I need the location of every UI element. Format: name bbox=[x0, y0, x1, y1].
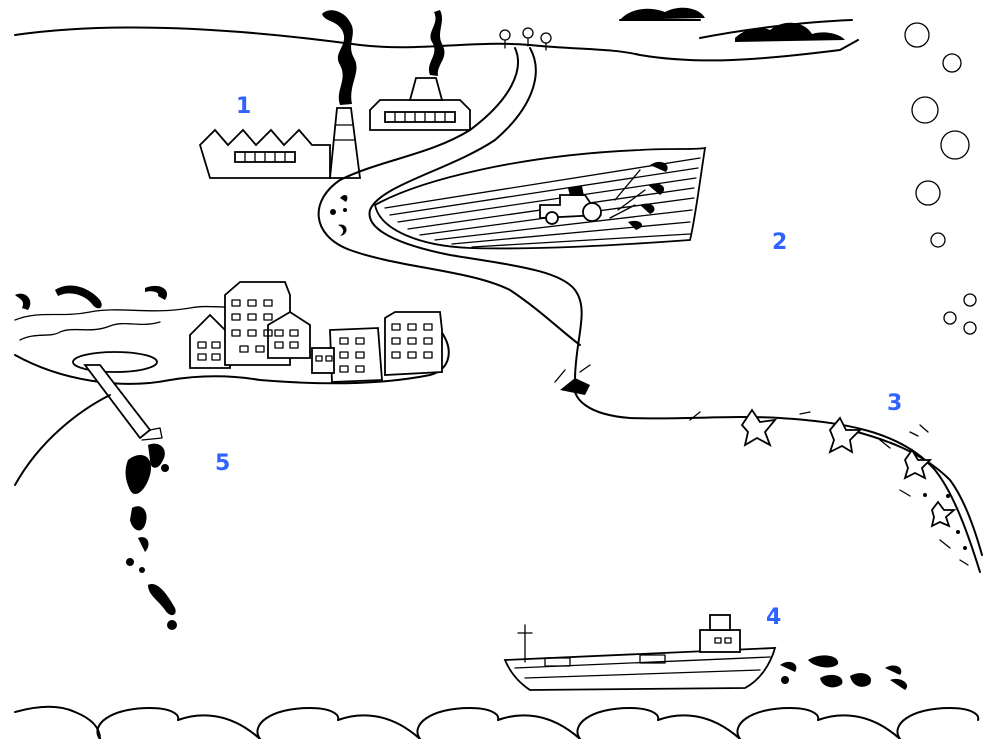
horizon-hill-right bbox=[699, 19, 853, 39]
ship-icon bbox=[503, 614, 777, 691]
factory-icon bbox=[198, 10, 362, 179]
label-sewage: 5 bbox=[215, 451, 230, 476]
river-left-bank bbox=[317, 47, 581, 346]
tree-icon bbox=[499, 27, 552, 51]
label-coast: 3 bbox=[887, 391, 902, 416]
oil-spill bbox=[780, 655, 908, 690]
town-icon bbox=[14, 281, 450, 441]
label-farm: 2 bbox=[772, 230, 787, 255]
waves-icon bbox=[14, 705, 980, 739]
bubbles-icon bbox=[904, 22, 977, 335]
smoke-plume bbox=[322, 10, 357, 106]
smoke-plume bbox=[428, 10, 445, 76]
sewage-discharge bbox=[125, 443, 177, 630]
coastline-left bbox=[14, 394, 111, 486]
power-plant-icon bbox=[369, 10, 471, 131]
label-factory: 1 bbox=[236, 94, 251, 119]
farm-field-icon bbox=[373, 146, 707, 250]
label-ship: 4 bbox=[766, 605, 781, 630]
tractor-icon bbox=[539, 186, 603, 225]
fertilizer-spray bbox=[609, 161, 668, 230]
cloud-icon bbox=[619, 7, 845, 42]
river-right-bank bbox=[368, 47, 583, 381]
coastal-debris bbox=[554, 364, 983, 573]
pollution-drops bbox=[330, 195, 348, 236]
